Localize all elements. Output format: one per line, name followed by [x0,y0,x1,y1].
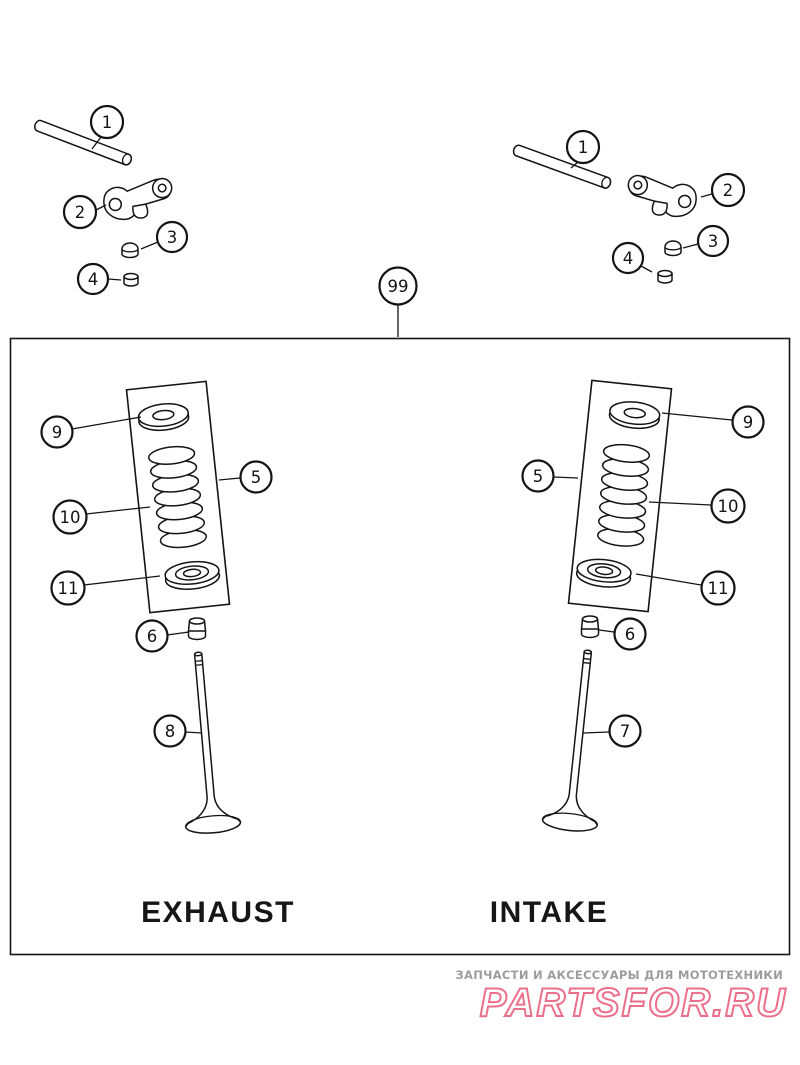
adjuster-cap [121,242,139,259]
callout-5-exhaust[interactable]: 5 [239,460,273,494]
callout-6-intake[interactable]: 6 [613,617,647,651]
callout-11-exhaust[interactable]: 11 [50,570,86,606]
callout-9-intake[interactable]: 9 [731,405,765,439]
rocker-assembly-left: 1 2 3 4 [32,104,189,296]
leader-line [598,629,615,633]
callout-1-right[interactable]: 1 [565,129,601,165]
valve-stem-seal [187,617,207,641]
rocker-assembly-right: 1 2 3 4 [511,129,746,284]
callout-2-right[interactable]: 2 [710,172,746,208]
callout-10-intake[interactable]: 10 [710,488,746,524]
svg-text:8: 8 [165,722,176,741]
svg-text:5: 5 [251,468,262,487]
leader-line [218,477,241,481]
leader-line [166,631,190,636]
callout-11-intake[interactable]: 11 [700,570,736,606]
callout-8-exhaust[interactable]: 8 [153,714,187,748]
callout-3-right[interactable]: 3 [696,224,730,258]
spring-seat [163,558,222,593]
callout-1-left[interactable]: 1 [89,104,125,140]
svg-text:2: 2 [723,181,734,200]
leader-line [552,476,579,479]
callout-5-intake[interactable]: 5 [521,459,555,493]
leader-line [91,136,102,150]
valve-spring [147,443,208,551]
svg-text:6: 6 [147,627,158,646]
leader-line [570,161,579,169]
svg-text:9: 9 [743,413,754,432]
footer: ЗАПЧАСТИ И АКСЕССУАРЫ ДЛЯ МОТОТЕХНИКИ PA… [456,968,787,1026]
brand-logo[interactable]: PARTSFOR.RU [479,980,787,1026]
leader-line [71,416,142,430]
svg-text:11: 11 [58,579,79,598]
leader-line [648,501,712,506]
svg-text:10: 10 [718,497,739,516]
main-parts-box [9,337,791,956]
callout-6-exhaust[interactable]: 6 [135,619,169,653]
rocker-arm [100,176,177,225]
leader-line [107,278,122,281]
leader-line [700,193,713,198]
svg-text:9: 9 [52,423,63,442]
svg-text:4: 4 [88,270,99,289]
callout-4-right[interactable]: 4 [611,241,645,275]
exhaust-label: EXHAUST [141,896,295,929]
valve-stem-seal [580,615,600,639]
svg-text:11: 11 [708,579,729,598]
svg-text:1: 1 [578,138,589,157]
svg-text:3: 3 [708,232,719,251]
spring-kit-box [567,379,673,613]
spring-retainer [136,400,191,434]
svg-text:1: 1 [102,113,113,132]
spring-kit-box [125,380,231,614]
svg-text:6: 6 [625,625,636,644]
intake-label: INTAKE [490,896,608,929]
adjuster-nut [123,272,139,287]
leader-line [682,243,699,249]
callout-9-exhaust[interactable]: 9 [40,415,74,449]
intake-valve [540,646,617,835]
svg-text:3: 3 [167,228,178,247]
callout-7-intake[interactable]: 7 [608,714,642,748]
callout-99[interactable]: 99 [378,266,418,306]
svg-text:2: 2 [75,203,86,222]
leader-line [661,412,733,421]
exhaust-valve-assembly: 9 10 11 5 6 8 EXHAUST [40,380,295,929]
intake-valve-assembly: 9 5 10 11 6 7 INTAKE [490,379,765,929]
leader-line [83,575,161,586]
leader-line [184,731,203,734]
callout-10-exhaust[interactable]: 10 [52,499,88,535]
svg-text:4: 4 [623,249,634,268]
spring-retainer [607,398,662,432]
adjuster-cap [664,240,682,257]
svg-text:10: 10 [60,508,81,527]
leader-line [95,204,107,211]
rocker-arm [623,173,700,222]
svg-text:99: 99 [388,277,409,296]
callout-4-left[interactable]: 4 [76,262,110,296]
leader-line [85,506,151,515]
svg-text:5: 5 [533,467,544,486]
callout-2-left[interactable]: 2 [62,194,98,230]
callout-3-left[interactable]: 3 [155,220,189,254]
leader-line [582,731,610,734]
spring-seat [574,556,633,591]
valve-spring [593,441,654,549]
adjuster-nut [657,269,673,284]
leader-line [640,265,653,273]
svg-text:7: 7 [620,722,631,741]
footer-tagline: ЗАПЧАСТИ И АКСЕССУАРЫ ДЛЯ МОТОТЕХНИКИ [456,968,783,982]
leader-line [140,241,159,250]
leader-line [635,573,702,586]
